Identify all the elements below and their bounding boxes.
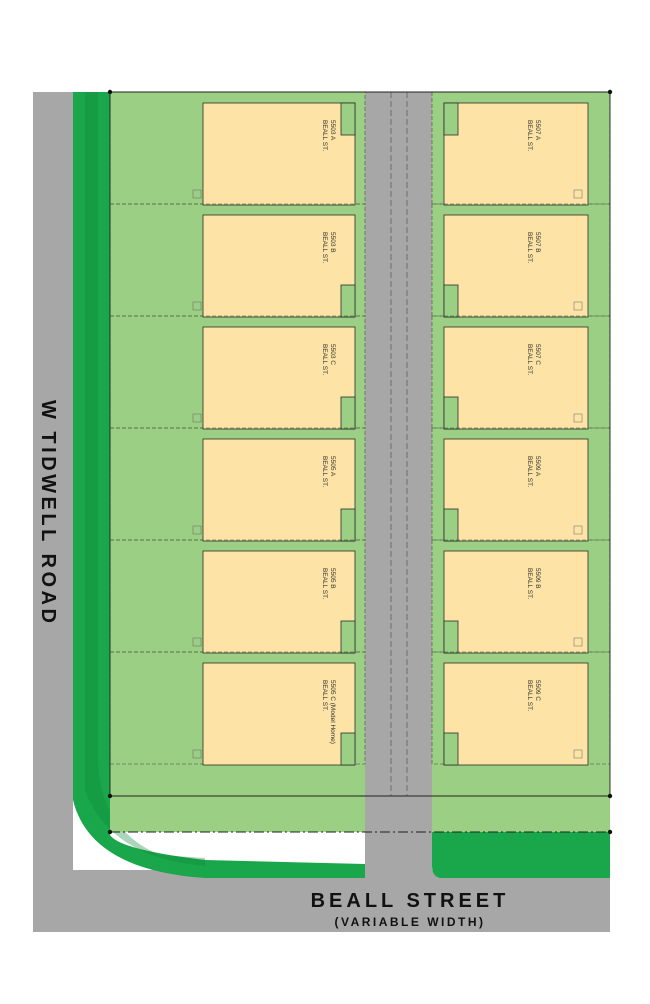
utility-box [192, 749, 202, 759]
greenbelt-east [432, 832, 610, 878]
garage-notch [443, 284, 459, 318]
house-footprint [202, 438, 356, 542]
utility-box [573, 189, 583, 199]
corner-marker-se [607, 829, 613, 835]
lot-unit-label: 5505 C (Model Home) [329, 680, 336, 744]
garage-notch [340, 284, 356, 318]
lot-street-label: BEALL ST. [526, 232, 533, 263]
house-footprint [202, 214, 356, 318]
beall-street-width-note: (VARIABLE WIDTH) [334, 915, 485, 929]
garage-notch [443, 508, 459, 542]
garage-notch [340, 732, 356, 766]
corner-marker-e [607, 793, 613, 799]
lot-street-label: BEALL ST. [321, 232, 328, 263]
utility-box [192, 637, 202, 647]
beall-street-label: BEALL STREET [311, 890, 510, 912]
utility-box [192, 189, 202, 199]
lot-unit-label: 5507 C [534, 344, 541, 365]
house-footprint [443, 438, 589, 542]
house-footprint [443, 550, 589, 654]
house-footprint [443, 662, 589, 766]
garage-notch [340, 620, 356, 654]
lot-street-label: BEALL ST. [321, 680, 328, 711]
corner-marker-sw [107, 829, 113, 835]
lot-unit-label: 5509 B [534, 568, 541, 589]
lot-street-label: BEALL ST. [526, 344, 533, 375]
lot-street-label: BEALL ST. [526, 120, 533, 151]
house-footprint [443, 326, 589, 430]
house-footprint [443, 102, 589, 206]
utility-box [192, 301, 202, 311]
utility-box [573, 413, 583, 423]
lot-unit-label: 5503 C [329, 344, 336, 365]
utility-box [573, 525, 583, 535]
house-footprint [202, 102, 356, 206]
house-footprint [443, 214, 589, 318]
greenbelt-west [73, 92, 365, 878]
house-footprint [202, 550, 356, 654]
utility-box [573, 301, 583, 311]
lot-unit-label: 5503 A [329, 120, 336, 141]
tidwell-road [33, 92, 73, 932]
corner-marker-ne [607, 89, 613, 95]
lot-unit-label: 5507 A [534, 120, 541, 141]
lot-unit-label: 5509 C [534, 680, 541, 701]
lot-street-label: BEALL ST. [526, 456, 533, 487]
lot-unit-label: 5503 B [329, 232, 336, 253]
tidwell-road-label: W TIDWELL ROAD [37, 400, 59, 626]
lot-street-label: BEALL ST. [321, 568, 328, 599]
garage-notch [340, 508, 356, 542]
lot-street-label: BEALL ST. [321, 456, 328, 487]
garage-notch [443, 732, 459, 766]
utility-box [573, 749, 583, 759]
corner-marker-w [107, 793, 113, 799]
garage-notch [443, 102, 459, 136]
lot-unit-label: 5507 B [534, 232, 541, 253]
lot-street-label: BEALL ST. [526, 680, 533, 711]
corner-marker-nw [107, 89, 113, 95]
lot-unit-label: 5509 A [534, 456, 541, 477]
lot-left-6: 5505 C (Model Home)BEALL ST. [109, 651, 366, 766]
beall-street [33, 870, 610, 932]
greenbelt-shade [85, 92, 205, 866]
garage-notch [340, 396, 356, 430]
lot-street-label: BEALL ST. [526, 568, 533, 599]
lot-street-label: BEALL ST. [321, 120, 328, 151]
lot-unit-label: 5505 A [329, 456, 336, 477]
utility-box [192, 525, 202, 535]
lot-unit-label: 5505 B [329, 568, 336, 589]
lot-street-label: BEALL ST. [321, 344, 328, 375]
house-footprint [202, 662, 356, 766]
utility-box [573, 637, 583, 647]
utility-box [192, 413, 202, 423]
garage-notch [443, 396, 459, 430]
garage-notch [340, 102, 356, 136]
house-footprint [202, 326, 356, 430]
access-drive [365, 92, 432, 882]
garage-notch [443, 620, 459, 654]
